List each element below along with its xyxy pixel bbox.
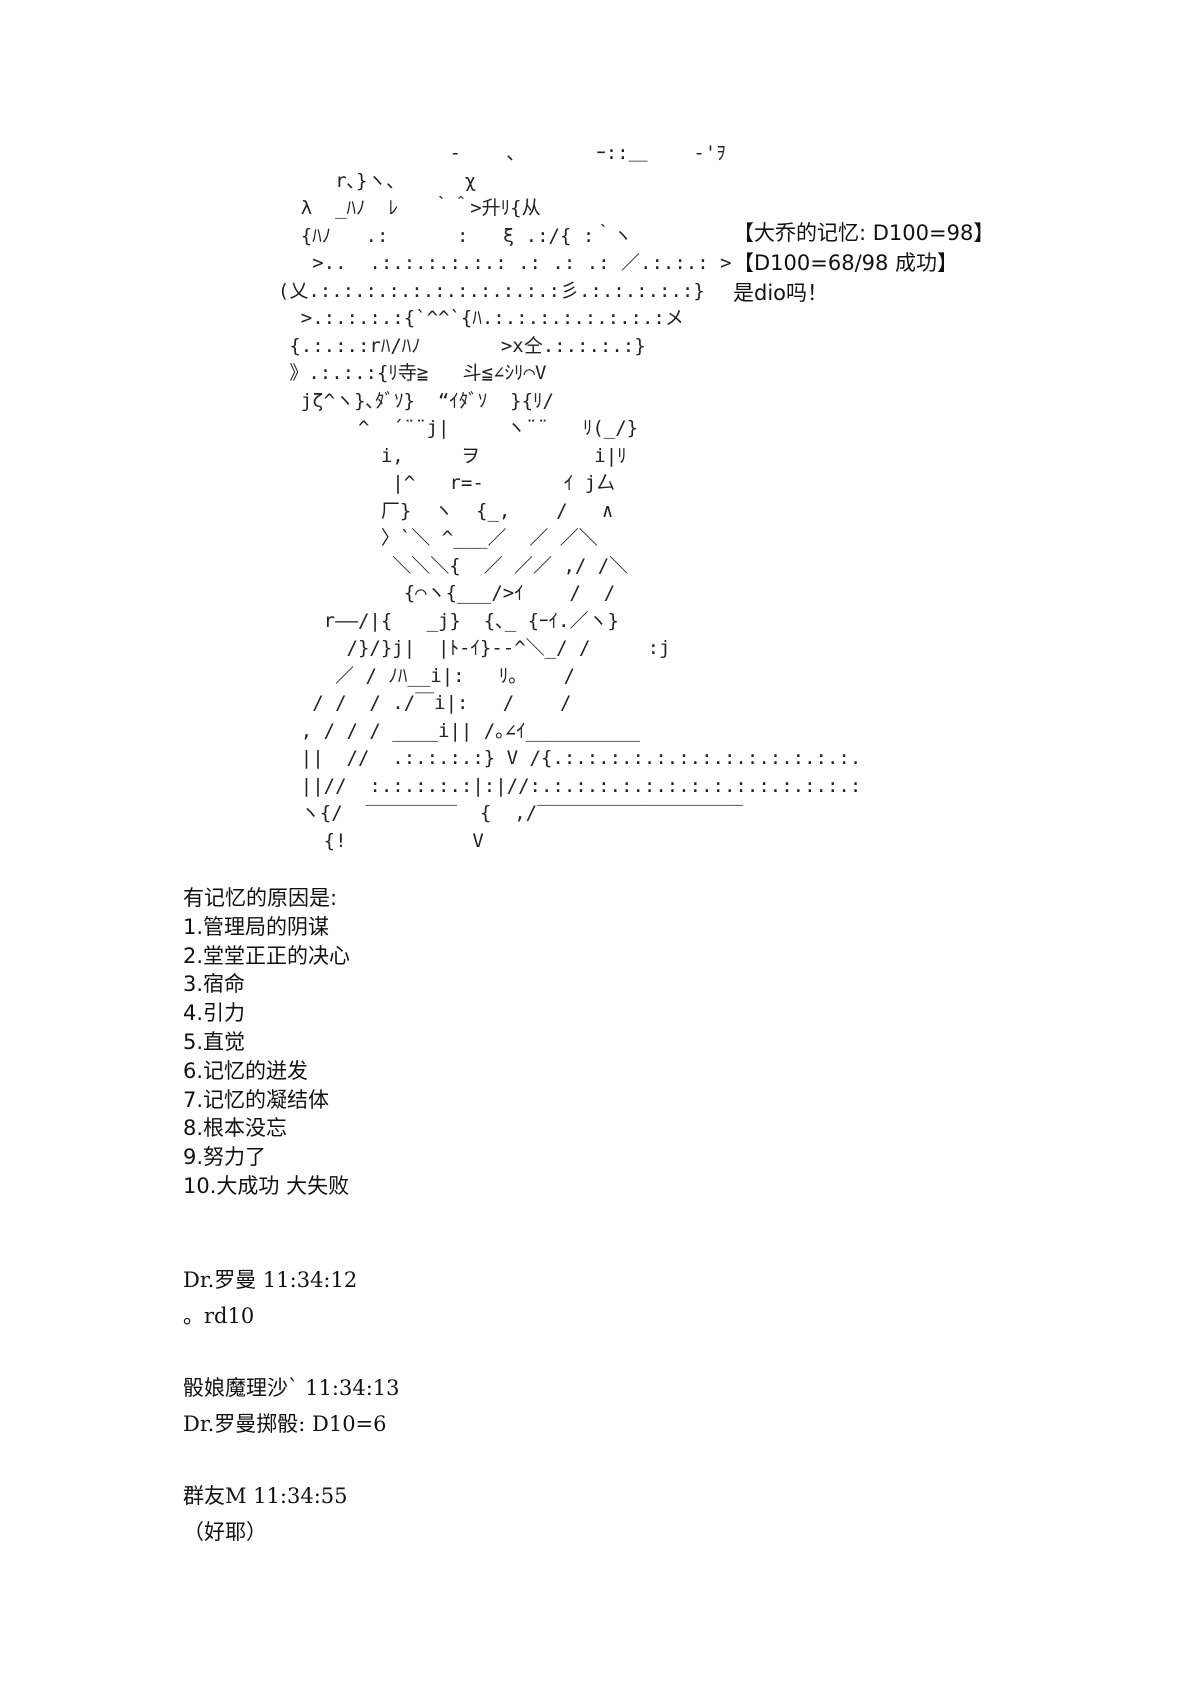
dice-note: 【大乔的记忆: D100=98】 【D100=68/98 成功】 是dio吗！: [733, 218, 994, 308]
list-item: 5.直觉: [183, 1029, 246, 1054]
ascii-art-figure: ‐ ､ ｰ::＿ ‐'ｦ r､}ヽ､ χ λ _ﾊﾉ ﾚ ｀＾>升ﾘ{从 {ﾊﾉ…: [277, 142, 862, 852]
chat-message-body: Dr.罗曼掷骰: D10=6: [183, 1412, 387, 1436]
note-line: 【大乔的记忆: D100=98】: [733, 221, 995, 245]
chat-message-body: （好耶）: [183, 1520, 267, 1544]
list-item: 6.记忆的迸发: [183, 1058, 309, 1083]
note-line: 【D100=68/98 成功】: [733, 251, 959, 275]
chat-log: Dr.罗曼 11:34:12 。rd10 骰娘魔理沙` 11:34:13 Dr.…: [183, 1262, 400, 1586]
chat-message: 骰娘魔理沙` 11:34:13 Dr.罗曼掷骰: D10=6: [183, 1370, 400, 1442]
reason-list-title: 有记忆的原因是:: [183, 886, 338, 910]
chat-message: 群友M 11:34:55 （好耶）: [183, 1478, 400, 1550]
list-item: 4.引力: [183, 1001, 246, 1026]
note-line: 是dio吗！: [733, 281, 829, 305]
list-item: 3.宿命: [183, 972, 246, 997]
list-item: 2.堂堂正正的决心: [183, 943, 351, 968]
chat-message-header: Dr.罗曼 11:34:12: [183, 1268, 358, 1292]
chat-message: Dr.罗曼 11:34:12 。rd10: [183, 1262, 400, 1334]
chat-message-header: 骰娘魔理沙` 11:34:13: [183, 1376, 400, 1400]
list-item: 9.努力了: [183, 1145, 267, 1170]
chat-message-header: 群友M 11:34:55: [183, 1484, 348, 1508]
list-item: 1.管理局的阴谋: [183, 914, 330, 939]
list-item: 8.根本没忘: [183, 1116, 288, 1141]
chat-message-body: 。rd10: [183, 1304, 255, 1328]
reason-list: 有记忆的原因是: 1.管理局的阴谋 2.堂堂正正的决心 3.宿命 4.引力 5.…: [183, 884, 350, 1201]
list-item: 10.大成功 大失败: [183, 1173, 350, 1198]
list-item: 7.记忆的凝结体: [183, 1087, 330, 1112]
